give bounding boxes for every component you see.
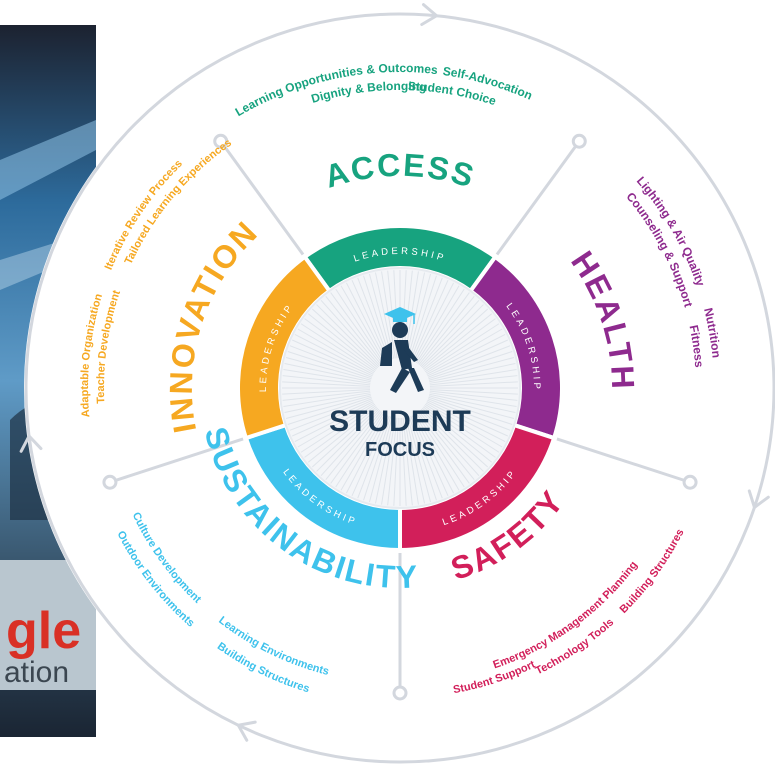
segment-dividers — [102, 133, 698, 701]
cycle-arrow-icon — [747, 489, 770, 509]
divider-dot — [571, 133, 587, 149]
sunburst — [282, 270, 518, 506]
leadership-ring: LEADERSHIPLEADERSHIPLEADERSHIPLEADERSHIP… — [236, 224, 564, 553]
segment-divider — [219, 140, 305, 256]
segment-divider — [109, 437, 244, 484]
photo-logo-text: gle — [6, 602, 81, 660]
divider-dot — [213, 133, 229, 149]
segment-item: Fitness — [687, 324, 707, 368]
photo-sub-text: ation — [4, 656, 69, 689]
divider-dot — [392, 685, 408, 701]
center-subtitle: FOCUS — [365, 439, 435, 461]
cycle-arrow-icon — [420, 3, 439, 27]
divider-dot — [102, 474, 118, 490]
outer-ring — [19, 3, 775, 764]
cycle-arrow-icon — [19, 434, 43, 453]
divider-dot — [682, 474, 698, 490]
segment-divider — [495, 140, 581, 256]
center-title: STUDENT — [329, 405, 471, 438]
segment-divider — [556, 437, 691, 484]
cycle-arrow-icon — [236, 720, 257, 742]
walking-student-icon — [380, 307, 424, 393]
